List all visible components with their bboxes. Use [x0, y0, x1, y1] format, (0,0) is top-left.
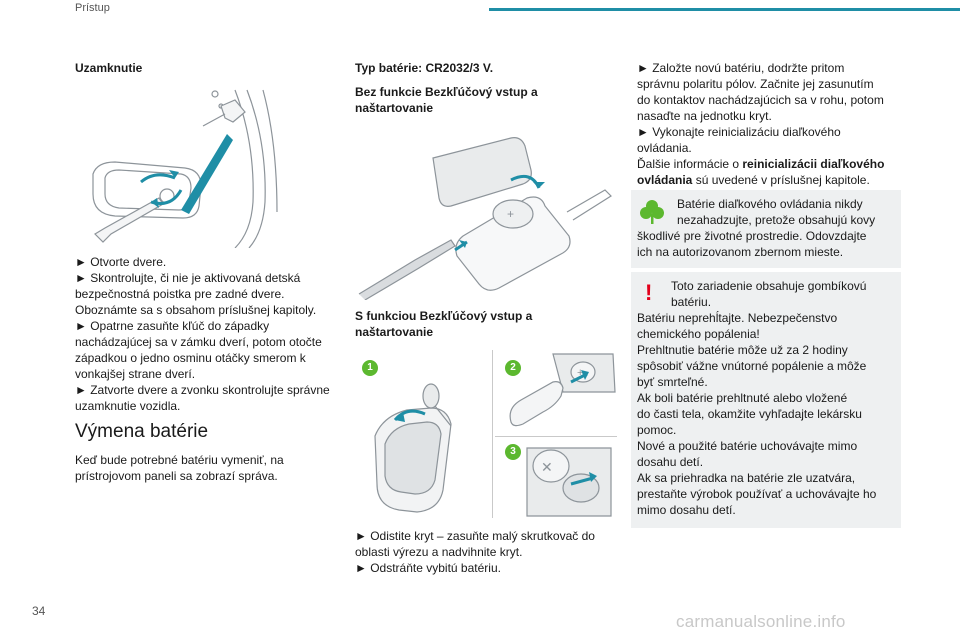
locking-line-5: ► Opatrne zasuňte kľúč do západky — [75, 319, 270, 333]
warning-icon: ! — [645, 280, 653, 305]
more-info-prefix: Ďalšie informácie o — [637, 157, 740, 171]
more-info-line-1: Ďalšie informácie o reinicializácii diaľ… — [637, 156, 884, 172]
battery-heading: Výmena batérie — [75, 421, 209, 442]
install-line-3: do kontaktov nachádzajúcich sa v rohu, p… — [637, 93, 884, 107]
install-line-5: ► Vykonajte reinicializáciu diaľkového — [637, 125, 841, 139]
more-info-bold-2: ovládania — [637, 173, 693, 187]
eco-line-2: nezahadzujte, pretože obsahujú kovy — [677, 213, 876, 227]
locking-title: Uzamknutie — [75, 61, 143, 75]
more-info-suffix: sú uvedené v príslušnej kapitole. — [695, 173, 870, 187]
install-line-2: správnu polaritu pólov. Začnite jej zasu… — [637, 77, 874, 91]
figure-divider-horizontal — [495, 436, 617, 437]
locking-line-3: bezpečnostná poistka pre zadné dvere. — [75, 287, 285, 301]
step-badge-2: 2 — [505, 360, 521, 376]
warning-line-6: spôsobiť vážne vnútorné popálenie a môže — [637, 359, 867, 373]
locking-line-6: nachádzajúcej sa v zámku dverí, potom ot… — [75, 335, 322, 349]
warning-line-5: Prehltnutie batérie môže už za 2 hodiny — [637, 343, 848, 357]
locking-line-10: uzamknutie vozidla. — [75, 399, 181, 413]
warning-line-1: Toto zariadenie obsahuje gombíkovú — [671, 279, 867, 293]
locking-line-1: ► Otvorte dvere. — [75, 255, 167, 269]
warning-line-12: dosahu detí. — [637, 455, 704, 469]
install-line-1: ► Založte novú batériu, dodržte pritom — [637, 61, 845, 75]
bottom-line-2: oblasti výrezu a nadvihnite kryt. — [355, 545, 523, 559]
warning-line-13: Ak sa priehradka na batérie zle uzatvára… — [637, 471, 856, 485]
svg-text:✕: ✕ — [541, 459, 553, 475]
warning-line-15: mimo dosahu detí. — [637, 503, 736, 517]
battery-type: Typ batérie: CR2032/3 V. — [355, 61, 494, 75]
install-line-4: nasaďte na jednotku kryt. — [637, 109, 772, 123]
more-info-line-2: ovládania sú uvedené v príslušnej kapito… — [637, 172, 870, 188]
battery-line-2: prístrojovom paneli sa zobrazí správa. — [75, 469, 278, 483]
key-fob-illustration: + — [358, 137, 612, 300]
warning-box: ! Toto zariadenie obsahuje gombíkovú bat… — [631, 272, 901, 528]
step-badge-3: 3 — [505, 444, 521, 460]
figure-divider-vertical — [492, 350, 493, 518]
eco-line-1: Batérie diaľkového ovládania nikdy — [677, 197, 863, 211]
svg-text:+: + — [577, 367, 583, 379]
warning-line-11: Nové a použité batérie uchovávajte mimo — [637, 439, 858, 453]
eco-line-4: ich na autorizovanom zbernom mieste. — [637, 245, 844, 259]
warning-line-2: batériu. — [671, 295, 712, 309]
eco-note-box: Batérie diaľkového ovládania nikdy nezah… — [631, 190, 901, 268]
without-keyless-line-2: naštartovanie — [355, 101, 434, 115]
header-accent-bar — [489, 8, 960, 11]
door-lock-illustration — [92, 89, 278, 248]
locking-line-4: Oboznámte sa s obsahom príslušnej kapito… — [75, 303, 317, 317]
step-badge-1: 1 — [362, 360, 378, 376]
svg-text:+: + — [507, 207, 514, 221]
bottom-line-3: ► Odstráňte vybitú batériu. — [355, 561, 501, 575]
install-line-6: ovládania. — [637, 141, 692, 155]
warning-line-4: chemického popálenia! — [637, 327, 760, 341]
warning-line-10: pomoc. — [637, 423, 677, 437]
warning-line-14: prestaňte výrobok používať a uchovávajte… — [637, 487, 877, 501]
locking-line-7: západkou o jedno osminu otáčky smerom k — [75, 351, 306, 365]
with-keyless-line-2: naštartovanie — [355, 325, 434, 339]
locking-line-8: vonkajšej strane dverí. — [75, 367, 196, 381]
locking-line-9: ► Zatvorte dvere a zvonku skontrolujte s… — [75, 383, 330, 397]
locking-line-2: ► Skontrolujte, či nie je aktivovaná det… — [75, 271, 301, 285]
warning-line-3: Batériu neprehĺtajte. Nebezpečenstvo — [637, 311, 838, 325]
bottom-line-1: ► Odistite kryt – zasuňte malý skrutkova… — [355, 529, 595, 543]
section-title: Prístup — [75, 2, 110, 14]
warning-line-8: Ak boli batérie prehltnuté alebo vložené — [637, 391, 848, 405]
page-number: 34 — [32, 604, 46, 618]
battery-line-1: Keď bude potrebné batériu vymeniť, na — [75, 453, 284, 467]
eco-line-3: škodlivé pre životné prostredie. Odovzda… — [637, 229, 867, 243]
without-keyless-line-1: Bez funkcie Bezkľúčový vstup a — [355, 85, 538, 99]
warning-line-7: byť smrteľné. — [637, 375, 708, 389]
warning-line-9: do časti tela, okamžite vyhľadajte lekár… — [637, 407, 862, 421]
smart-key-cover-illustration — [374, 383, 452, 513]
more-info-bold-1: reinicializácii diaľkového — [742, 157, 885, 171]
battery-insert-illustration: ✕ — [526, 447, 612, 517]
recycle-leaf-icon — [640, 200, 664, 224]
battery-removal-illustration: + — [509, 353, 616, 427]
watermark: carmanualsonline.info — [676, 612, 846, 631]
with-keyless-line-1: S funkciou Bezkľúčový vstup a — [355, 309, 533, 323]
